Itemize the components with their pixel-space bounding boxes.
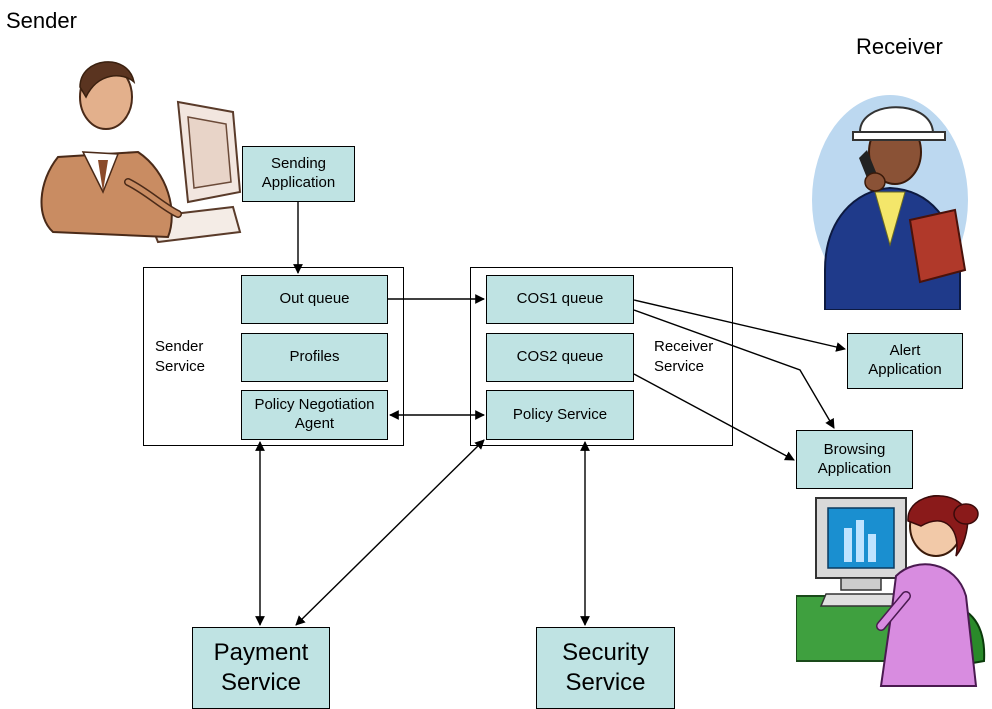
browsing-application-box[interactable]: Browsing Application [796, 430, 913, 489]
receiver-label: Receiver [856, 34, 943, 59]
businessman-at-computer-icon [40, 61, 242, 244]
arrow-policy-payment [295, 439, 485, 626]
receiver-service-label: Receiver Service [654, 338, 714, 375]
cos1-queue-box[interactable]: COS1 queue [486, 275, 634, 324]
payment-service-box[interactable]: Payment Service [192, 627, 330, 709]
sender-label: Sender [6, 8, 77, 33]
worker-with-hardhat-on-phone-icon [812, 95, 968, 310]
policy-service-box[interactable]: Policy Service [486, 390, 634, 440]
security-service-box[interactable]: Security Service [536, 627, 675, 709]
sending-application-box[interactable]: Sending Application [242, 146, 355, 202]
sender-service-label: Sender Service [155, 338, 206, 375]
policy-negotiation-agent-box[interactable]: Policy Negotiation Agent [241, 390, 388, 440]
out-queue-box[interactable]: Out queue [241, 275, 388, 324]
woman-at-computer-icon [796, 495, 986, 687]
profiles-box[interactable]: Profiles [241, 333, 388, 382]
cos2-queue-box[interactable]: COS2 queue [486, 333, 634, 382]
alert-application-box[interactable]: Alert Application [847, 333, 963, 389]
